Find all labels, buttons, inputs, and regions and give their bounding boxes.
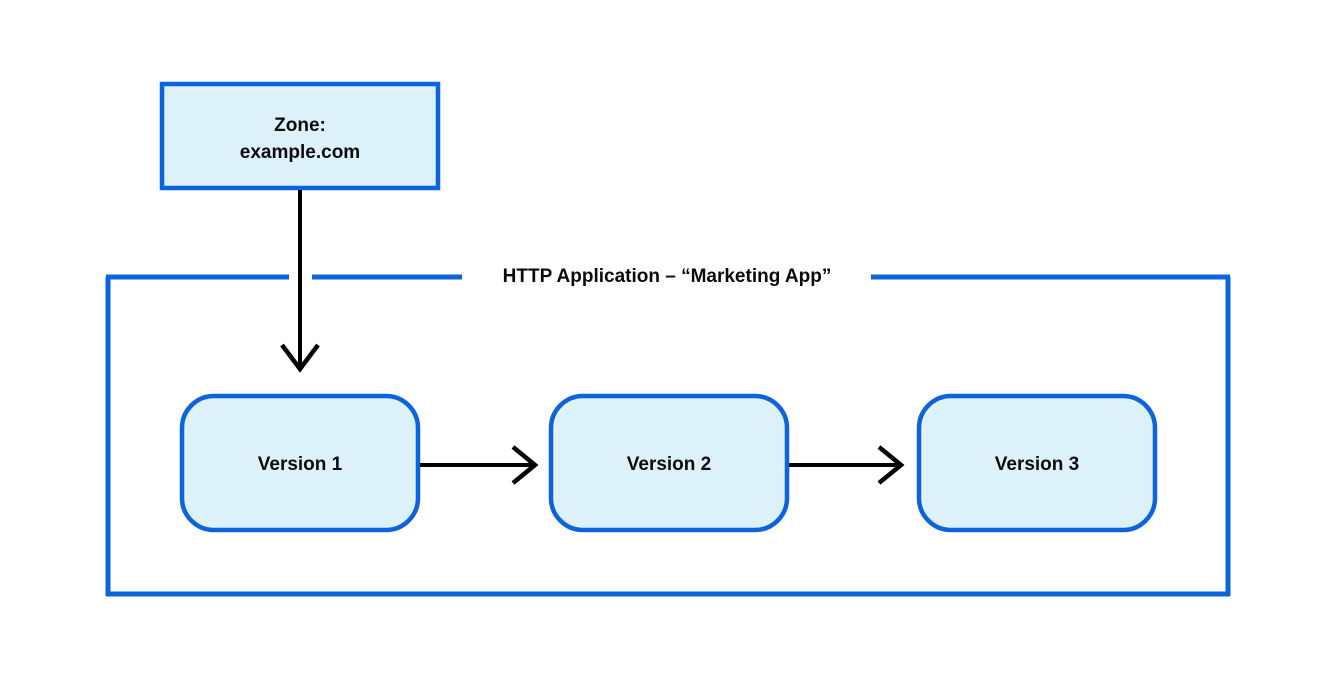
version-2-node-box[interactable] <box>548 393 790 533</box>
connector-zone-to-version-1-arrowhead <box>280 343 320 373</box>
version-1-node-box[interactable] <box>179 393 421 533</box>
connector-version-2-to-version-3-arrowhead <box>877 445 905 485</box>
http-application-group: HTTP Application – “Marketing App” <box>105 266 1231 597</box>
zone-node-label-line2: example.com <box>240 142 360 163</box>
version-3-node-label: Version 3 <box>995 454 1080 475</box>
zone-node[interactable]: Zone: example.com <box>159 81 441 191</box>
version-1-node-label: Version 1 <box>258 454 343 475</box>
version-3-node[interactable]: Version 3 <box>916 393 1158 533</box>
connector-version-2-to-version-3 <box>789 445 905 485</box>
version-2-node-label: Version 2 <box>627 454 712 475</box>
zone-node-label-line1: Zone: <box>274 115 326 136</box>
connector-zone-to-version-1 <box>280 190 320 373</box>
group-title: HTTP Application – “Marketing App” <box>503 266 832 287</box>
version-2-node[interactable]: Version 2 <box>548 393 790 533</box>
connector-version-1-to-version-2 <box>420 445 539 485</box>
version-3-node-box[interactable] <box>916 393 1158 533</box>
connector-version-1-to-version-2-arrowhead <box>511 445 539 485</box>
version-1-node[interactable]: Version 1 <box>179 393 421 533</box>
zone-node-box[interactable] <box>159 81 441 191</box>
